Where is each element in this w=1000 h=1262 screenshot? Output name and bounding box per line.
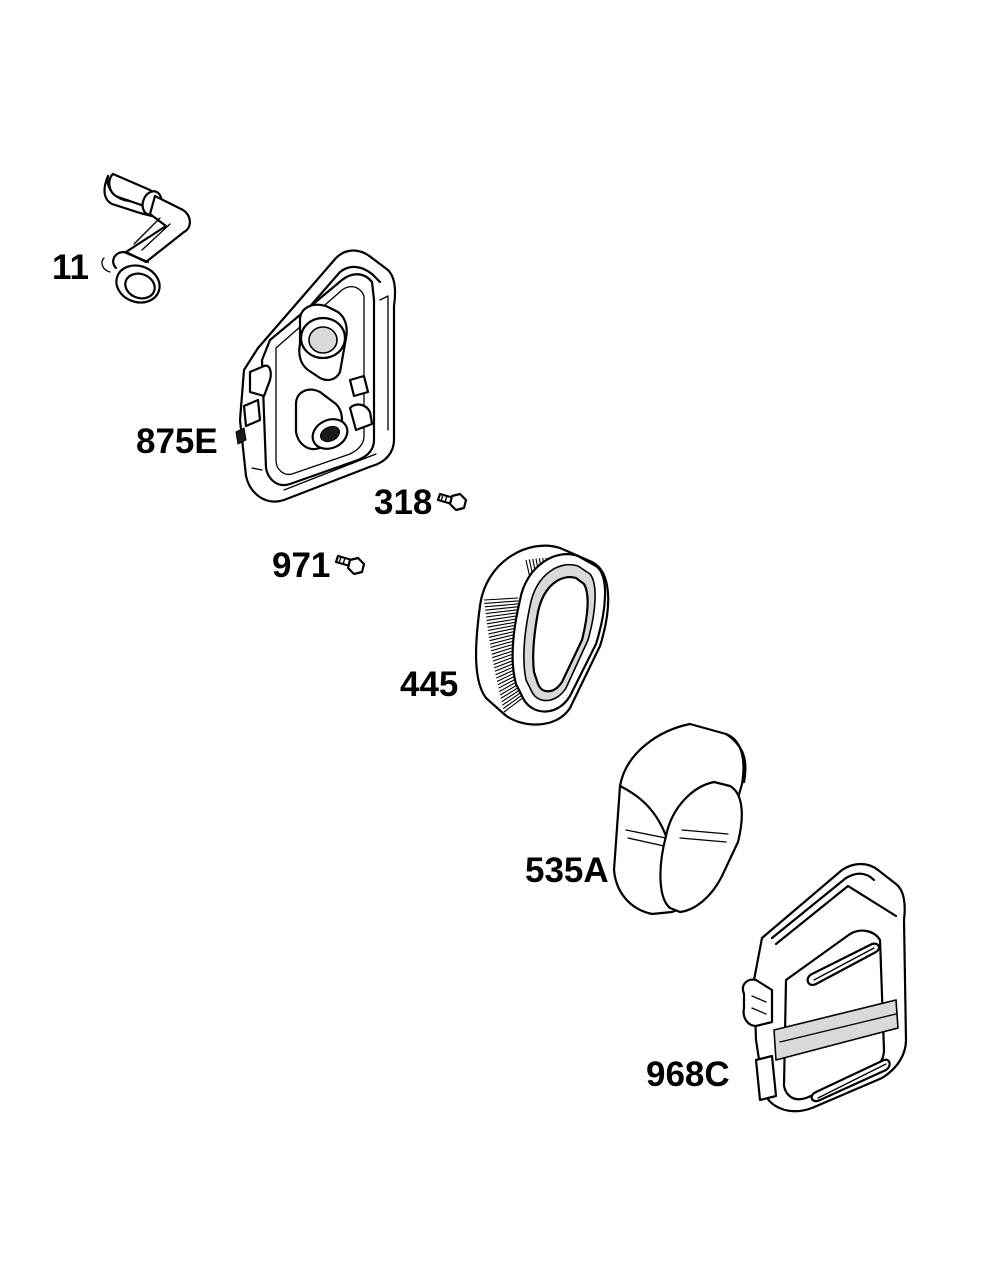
screw-icon: [436, 492, 468, 512]
label-968c: 968C: [646, 1055, 730, 1094]
air-filter-cartridge-icon: [474, 544, 610, 726]
filter-pleat: [486, 614, 520, 621]
filter-pleat: [485, 609, 520, 615]
filter-pleat: [484, 600, 519, 604]
label-11: 11: [52, 248, 89, 287]
angled-breather-tube-icon: [101, 172, 191, 304]
label-318: 318: [374, 483, 432, 522]
filter-pleat: [486, 617, 521, 625]
label-971: 971: [272, 546, 330, 585]
air-cleaner-cover-icon: [741, 862, 908, 1113]
filter-pleat: [486, 611, 520, 618]
filter-pleat: [483, 597, 519, 601]
label-445: 445: [400, 665, 458, 704]
air-cleaner-base-icon: [235, 249, 397, 503]
label-535a: 535A: [525, 851, 609, 890]
filter-pleat: [485, 606, 519, 611]
label-875e: 875E: [136, 422, 218, 461]
screw-icon: [334, 554, 366, 576]
foam-pre-cleaner-icon: [612, 722, 747, 916]
filter-pleat: [484, 603, 519, 608]
